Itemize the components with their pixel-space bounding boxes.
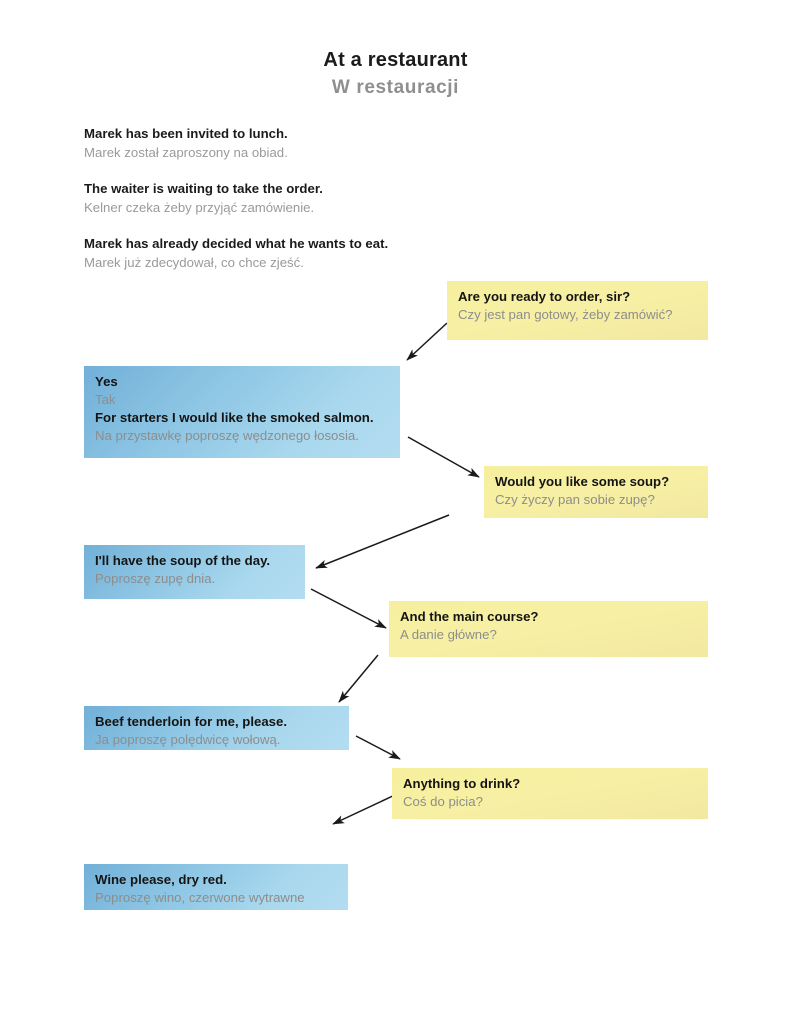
- bubble-line-polish: Ja poproszę polędwicę wołową.: [95, 732, 281, 747]
- dialogue-bubble-waiter-1[interactable]: Are you ready to order, sir? Czy jest pa…: [447, 281, 708, 340]
- arrow-7: [332, 793, 398, 825]
- dialogue-bubble-waiter-3[interactable]: And the main course? A danie główne?: [389, 601, 708, 657]
- arrow-3: [315, 514, 450, 569]
- bubble-line-english: Are you ready to order, sir?: [458, 289, 631, 304]
- bubble-line-english: For starters I would like the smoked sal…: [95, 410, 374, 425]
- page-title-polish: W restauracji: [331, 77, 460, 98]
- bubble-line-polish: Tak: [95, 392, 116, 407]
- bubble-line-polish: Na przystawkę poproszę wędzonego łososia…: [95, 428, 359, 443]
- arrow-1: [406, 322, 448, 361]
- intro-polish: Marek został zaproszony na obiad.: [84, 145, 288, 160]
- dialogue-bubble-customer-4[interactable]: Wine please, dry red. Poproszę wino, cze…: [84, 864, 348, 910]
- intro-english: Marek has been invited to lunch.: [84, 126, 288, 141]
- dialogue-bubble-customer-1[interactable]: Yes Tak For starters I would like the sm…: [84, 366, 400, 458]
- page-title: At a restaurant W restauracji: [0, 48, 791, 100]
- arrow-5: [338, 654, 379, 703]
- dialogue-bubble-customer-2[interactable]: I'll have the soup of the day. Poproszę …: [84, 545, 305, 599]
- bubble-line-english: I'll have the soup of the day.: [95, 553, 271, 568]
- dialogue-bubble-customer-3[interactable]: Beef tenderloin for me, please. Ja popro…: [84, 706, 349, 750]
- intro-section: Marek has been invited to lunch. Marek z…: [84, 124, 644, 289]
- bubble-line-english: Yes: [95, 374, 118, 389]
- bubble-line-english: And the main course?: [400, 609, 539, 624]
- bubble-line-polish: Poproszę zupę dnia.: [95, 571, 216, 586]
- arrow-4: [310, 588, 387, 629]
- bubble-line-english: Would you like some soup?: [495, 474, 670, 489]
- bubble-line-polish: Coś do picia?: [403, 794, 483, 809]
- intro-english: The waiter is waiting to take the order.: [84, 181, 323, 196]
- bubble-line-polish: Czy jest pan gotowy, żeby zamówić?: [458, 307, 673, 322]
- dialogue-bubble-waiter-4[interactable]: Anything to drink? Coś do picia?: [392, 768, 708, 819]
- intro-english: Marek has already decided what he wants …: [84, 236, 389, 251]
- bubble-line-polish: Czy życzy pan sobie zupę?: [495, 492, 655, 507]
- intro-polish: Marek już zdecydował, co chce zjeść.: [84, 255, 304, 270]
- intro-paragraph: Marek has already decided what he wants …: [84, 234, 644, 272]
- bubble-line-polish: A danie główne?: [400, 627, 497, 642]
- bubble-line-english: Beef tenderloin for me, please.: [95, 714, 288, 729]
- dialogue-bubble-waiter-2[interactable]: Would you like some soup? Czy życzy pan …: [484, 466, 708, 518]
- arrow-6: [355, 735, 401, 760]
- arrow-2: [407, 436, 480, 478]
- bubble-line-polish: Poproszę wino, czerwone wytrawne: [95, 890, 305, 905]
- intro-paragraph: The waiter is waiting to take the order.…: [84, 179, 644, 217]
- page-title-english: At a restaurant: [323, 49, 468, 71]
- intro-polish: Kelner czeka żeby przyjąć zamówienie.: [84, 200, 315, 215]
- intro-paragraph: Marek has been invited to lunch. Marek z…: [84, 124, 644, 162]
- bubble-line-english: Anything to drink?: [403, 776, 521, 791]
- bubble-line-english: Wine please, dry red.: [95, 872, 227, 887]
